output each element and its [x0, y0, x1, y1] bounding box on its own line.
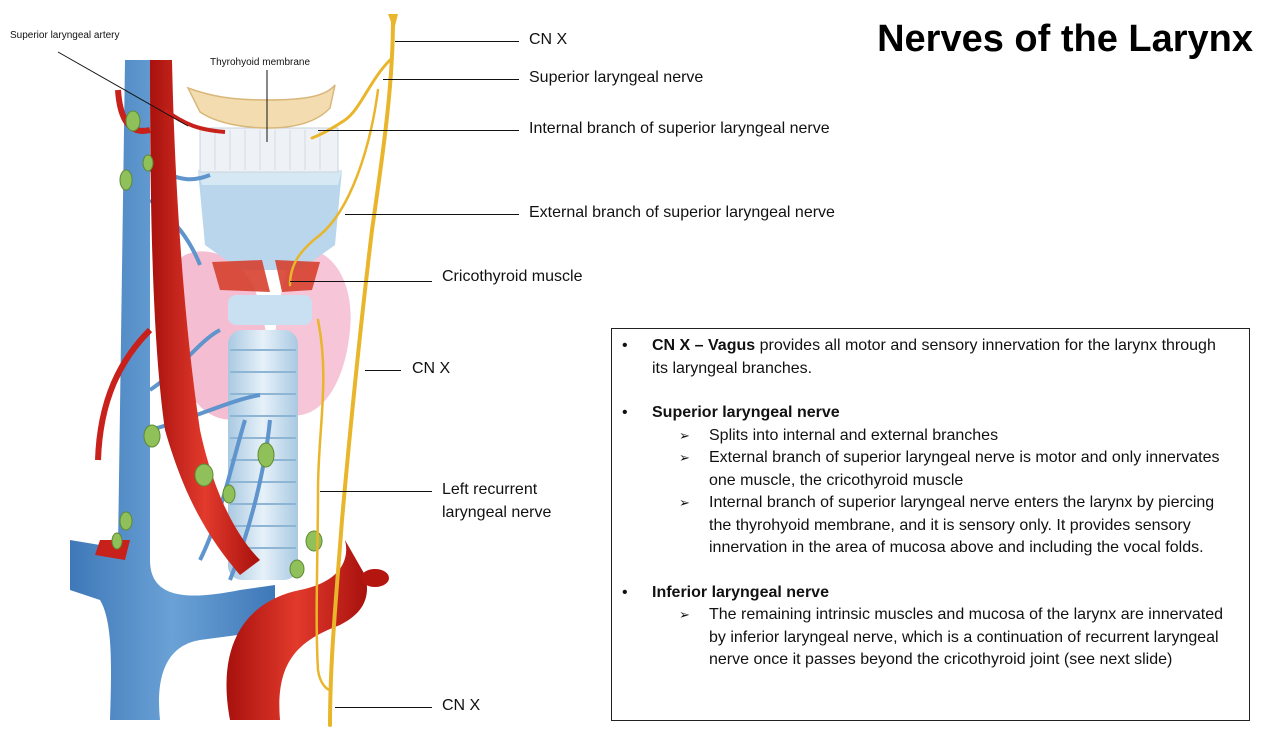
leader-cricothyroid-muscle [290, 281, 432, 282]
bullet-mark: • [622, 583, 628, 601]
artery-stump [361, 569, 389, 587]
vagus-text: provides all motor and sensory innervati… [652, 337, 1216, 377]
cricothyroid-muscle-shape [212, 260, 320, 292]
larynx-illustration [70, 14, 398, 727]
superior-item-text: Splits into internal and external branch… [709, 426, 999, 444]
bullet-inferior-heading: • Inferior laryngeal nerve [622, 582, 1235, 605]
hyoid-bone [186, 84, 336, 129]
bullet-vagus: • CN X – Vagus provides all motor and se… [622, 335, 1235, 380]
info-box: • CN X – Vagus provides all motor and se… [611, 328, 1250, 721]
arrow-bullet: ➢ [679, 427, 690, 443]
artery-leader-lines [57, 51, 268, 142]
arrow-bullet: ➢ [679, 607, 690, 622]
leader-superior-laryngeal-nerve [383, 79, 519, 80]
inferior-heading: Inferior laryngeal nerve [652, 583, 829, 601]
label-thyrohyoid-membrane: Thyrohyoid membrane [210, 57, 311, 68]
label-left-recurrent-line2: laryngeal nerve [442, 504, 552, 521]
label-cn-x-mid: CN X [412, 360, 451, 377]
arrow-bullet: ➢ [679, 495, 690, 510]
lymph-nodes [111, 110, 323, 579]
leader-cn-x-top [395, 41, 519, 42]
nerves [288, 14, 398, 727]
leader-left-recurrent [320, 491, 432, 492]
superior-laryngeal-artery [163, 108, 226, 134]
label-external-branch: External branch of superior laryngeal ne… [529, 204, 835, 221]
superior-item-text: Internal branch of superior laryngeal ne… [709, 494, 1215, 556]
label-cricothyroid-muscle: Cricothyroid muscle [442, 268, 583, 285]
label-internal-branch: Internal branch of superior laryngeal ne… [529, 120, 830, 137]
leader-cn-x-bottom [335, 707, 432, 708]
bullet-mark: • [622, 337, 628, 354]
superior-item: ➢ External branch of superior laryngeal … [622, 447, 1235, 492]
superior-item-text: External branch of superior laryngeal ne… [709, 449, 1220, 489]
common-carotid-artery [150, 60, 260, 575]
superior-heading: Superior laryngeal nerve [652, 404, 840, 421]
aortic-arch [226, 540, 368, 720]
label-superior-laryngeal-artery: Superior laryngeal artery [10, 30, 120, 41]
superior-item: ➢ Splits into internal and external bran… [622, 425, 1235, 448]
bullet-mark: • [622, 404, 628, 421]
thyroid-cartilage [198, 170, 342, 325]
superior-item: ➢ Internal branch of superior laryngeal … [622, 492, 1235, 560]
arrow-bullet: ➢ [679, 450, 690, 465]
leader-internal-branch [318, 130, 519, 131]
leader-external-branch [345, 214, 519, 215]
bullet-superior-heading: • Superior laryngeal nerve [622, 402, 1235, 425]
label-cn-x-top: CN X [529, 31, 568, 48]
leader-cn-x-mid [365, 370, 401, 371]
label-superior-laryngeal-nerve: Superior laryngeal nerve [529, 69, 704, 86]
inferior-item: ➢ The remaining intrinsic muscles and mu… [622, 604, 1235, 672]
inferior-item-text: The remaining intrinsic muscles and muco… [709, 606, 1224, 668]
vagus-bold: CN X – Vagus [652, 337, 756, 354]
label-left-recurrent-line1: Left recurrent [442, 481, 538, 498]
thyrohyoid-membrane [199, 127, 339, 173]
slide-title: Nerves of the Larynx [877, 18, 1253, 60]
label-cn-x-bottom: CN X [442, 697, 481, 714]
